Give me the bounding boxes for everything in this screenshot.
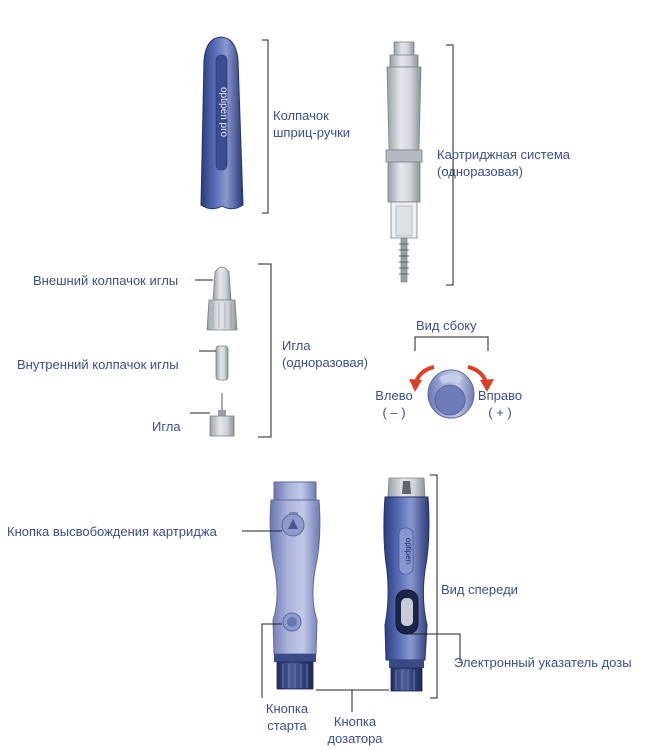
rotate-left-label: Влево ( – ) xyxy=(371,387,417,421)
dosage-knob-label-line2: дозатора xyxy=(327,731,383,746)
rotate-right-label: Вправо ( + ) xyxy=(475,387,525,421)
needle-group-label-line1: Игла xyxy=(282,338,311,353)
cartridge-system-label-line1: Картриджная система xyxy=(437,147,571,162)
side-view-bracket xyxy=(414,336,489,351)
needle-group-label: Игла (одноразовая) xyxy=(282,337,368,371)
rotate-right-arrow-icon xyxy=(467,365,494,392)
dosage-knob-side-view xyxy=(427,369,475,419)
cartridge-system xyxy=(385,41,423,283)
side-view-label: Вид сбоку xyxy=(416,318,477,333)
rotate-left-label-line1: Влево xyxy=(375,388,413,403)
pen-body-front: optipen xyxy=(383,477,430,692)
needle-label: Игла xyxy=(152,419,181,434)
cartridge-release-button-label: Кнопка высвобождения картриджа xyxy=(7,524,217,539)
body-brand-text: optipen xyxy=(404,538,413,564)
cartridge-system-label: Картриджная система (одноразовая) xyxy=(437,146,570,180)
dosage-knob-label-line1: Кнопка xyxy=(333,714,377,729)
cartridge-system-label-line2: (одноразовая) xyxy=(437,164,523,179)
rotate-left-label-line2: ( – ) xyxy=(382,405,406,420)
cartridge-bracket xyxy=(446,44,454,286)
cap-brand-text: optipen pro xyxy=(218,87,229,137)
start-button-label-line1: Кнопка xyxy=(265,701,309,716)
rotate-right-label-line1: Вправо xyxy=(477,388,523,403)
dosage-knob-label: Кнопка дозатора xyxy=(320,713,390,747)
inner-needle-cap-label: Внутренний колпачок иглы xyxy=(17,357,179,372)
start-button-leader xyxy=(261,623,282,698)
electronic-dose-display-label: Электронный указатель дозы xyxy=(454,655,632,670)
needle xyxy=(209,393,235,437)
rotate-right-label-line2: ( + ) xyxy=(488,405,512,420)
dose-display-leader xyxy=(408,633,461,661)
start-button-label-line2: старта xyxy=(267,718,307,733)
outer-needle-cap-label: Внешний колпачок иглы xyxy=(33,273,179,288)
outer-needle-cap xyxy=(206,266,238,331)
front-view-label: Вид спереди xyxy=(441,582,518,597)
rotate-left-arrow-icon xyxy=(409,365,435,392)
dosage-knob-leader xyxy=(316,689,389,712)
pen-body-rear xyxy=(269,481,321,690)
pen-cap-label-line2: шприц-ручки xyxy=(273,125,351,140)
needle-group-label-line2: (одноразовая) xyxy=(282,355,368,370)
pen-cap-label: Колпачок шприц-ручки xyxy=(273,107,350,141)
pen-cap-label-line1: Колпачок xyxy=(273,108,329,123)
inner-needle-cap xyxy=(215,345,229,381)
start-button-label: Кнопка старта xyxy=(256,700,318,734)
front-view-bracket xyxy=(430,474,438,699)
needle-bracket xyxy=(258,263,272,438)
pen-cap-bracket xyxy=(262,39,269,214)
pen-cap: optipen pro xyxy=(200,36,244,210)
